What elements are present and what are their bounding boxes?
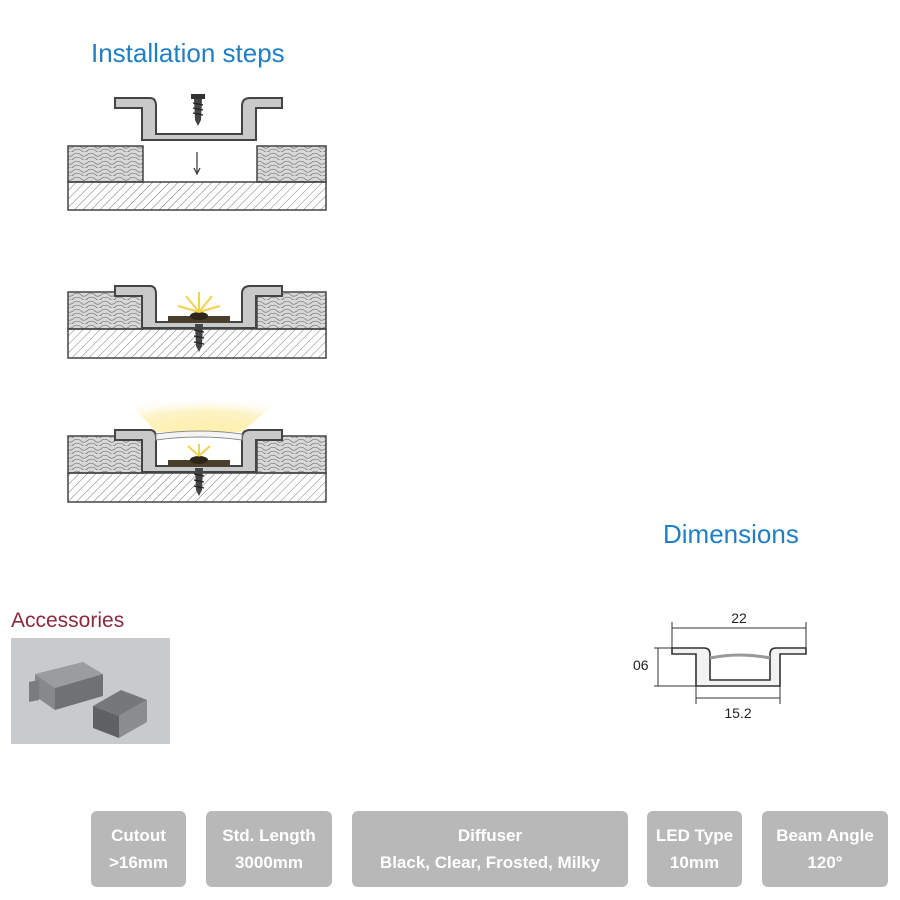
diffuser — [155, 430, 243, 441]
spec-led-type: LED Type 10mm — [647, 811, 742, 887]
spec-label: Beam Angle — [776, 826, 874, 845]
screw-icon — [191, 94, 205, 126]
height-label: 06 — [633, 657, 649, 673]
spec-value: 10mm — [669, 853, 720, 872]
spec-label: Std. Length — [222, 826, 316, 845]
screw-icon — [193, 324, 205, 352]
light-beam — [110, 382, 300, 432]
spec-cutout: Cutout >16mm — [91, 811, 186, 887]
accessories-photo — [11, 638, 170, 744]
dimensions-title: Dimensions — [663, 519, 799, 549]
end-cap-image — [93, 690, 147, 738]
installation-step-1-diagram — [67, 94, 327, 211]
light-rays-icon — [177, 292, 221, 313]
spec-diffuser: Diffuser Black, Clear, Frosted, Milky — [352, 811, 628, 887]
spec-label: Cutout — [111, 826, 166, 845]
spec-value: Black, Clear, Frosted, Milky — [379, 853, 601, 872]
installation-step-2-diagram — [67, 285, 327, 359]
accessories-title: Accessories — [11, 609, 125, 632]
profile-dimensions-drawing: 22 06 15.2 — [633, 610, 807, 721]
screw-icon — [193, 468, 205, 496]
spec-value: >16mm — [108, 853, 169, 872]
end-cap-image — [29, 662, 103, 710]
spec-label: Diffuser — [457, 826, 523, 845]
width-bottom-label: 15.2 — [724, 705, 751, 721]
spec-value: 3000mm — [234, 853, 304, 872]
installation-step-3-diagram — [67, 382, 327, 503]
installation-steps-title: Installation steps — [91, 38, 285, 68]
spec-value: 120° — [807, 853, 843, 872]
spec-beam-angle: Beam Angle 120° — [762, 811, 888, 887]
spec-std-length: Std. Length 3000mm — [206, 811, 332, 887]
width-top-label: 22 — [731, 610, 747, 626]
spec-label: LED Type — [655, 826, 734, 845]
